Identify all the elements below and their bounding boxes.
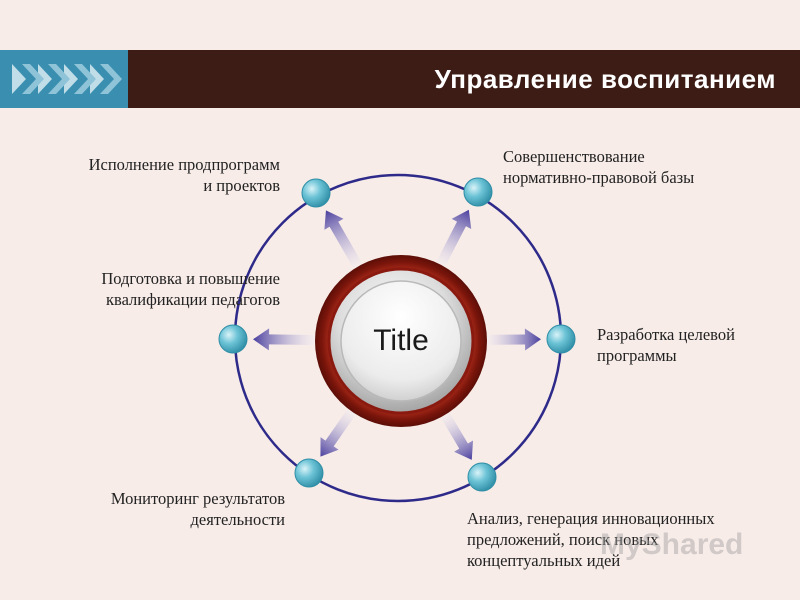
node-bubble-4 — [546, 324, 576, 354]
watermark: MyShared — [600, 528, 744, 561]
nodes-group — [218, 177, 576, 492]
node-bubble-6 — [467, 462, 497, 492]
arrow-2 — [436, 209, 472, 267]
node-bubble-2 — [463, 177, 493, 207]
arrow-5 — [320, 408, 356, 457]
header-bar: Управление воспитанием — [128, 50, 800, 108]
node-bubble-3 — [218, 324, 248, 354]
node-bubble-5 — [294, 458, 324, 488]
center-title: Title — [373, 324, 429, 357]
center-inner-disc — [340, 280, 462, 402]
arrow-3 — [252, 328, 316, 351]
slide-title: Управление воспитанием — [434, 64, 776, 94]
chevron-arrows-icon — [12, 64, 122, 94]
arrow-6 — [440, 412, 474, 460]
arrow-1 — [324, 210, 363, 269]
node-bubble-1 — [301, 178, 331, 208]
arrow-4 — [486, 328, 542, 351]
arrows-group — [252, 209, 542, 460]
